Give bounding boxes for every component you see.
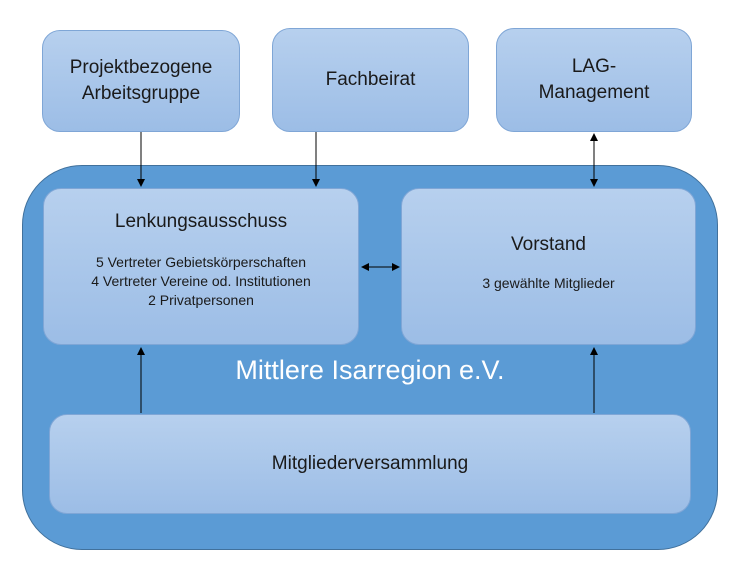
- box-label: Fachbeirat: [325, 69, 416, 90]
- member-line: 2 Privatpersonen: [148, 292, 254, 308]
- member-line: 5 Vertreter Gebietskörperschaften: [95, 254, 307, 270]
- box-title: Vorstand: [511, 234, 586, 255]
- box-lag-management: LAG-Management: [496, 28, 692, 132]
- box-fachbeirat: Fachbeirat: [272, 28, 469, 132]
- member-line: 3 gewählte Mitglieder: [482, 275, 615, 291]
- box-lenkungsausschuss: Lenkungsausschuss 5 Vertreter Gebietskör…: [43, 188, 359, 345]
- organization-title: Mittlere Isarregion e.V.: [235, 355, 505, 385]
- box-mitgliederversammlung: Mitgliederversammlung: [49, 414, 691, 514]
- box-label: Projektbezogene Arbeitsgruppe: [69, 57, 213, 104]
- box-label: Mitgliederversammlung: [271, 453, 469, 474]
- member-line: 4 Vertreter Vereine od. Institutionen: [91, 273, 311, 289]
- box-vorstand: Vorstand 3 gewählte Mitglieder: [401, 188, 696, 345]
- box-label: LAG-Management: [538, 56, 650, 103]
- box-projektbezogene-arbeitsgruppe: Projektbezogene Arbeitsgruppe: [42, 30, 240, 132]
- box-title: Lenkungsausschuss: [114, 211, 288, 232]
